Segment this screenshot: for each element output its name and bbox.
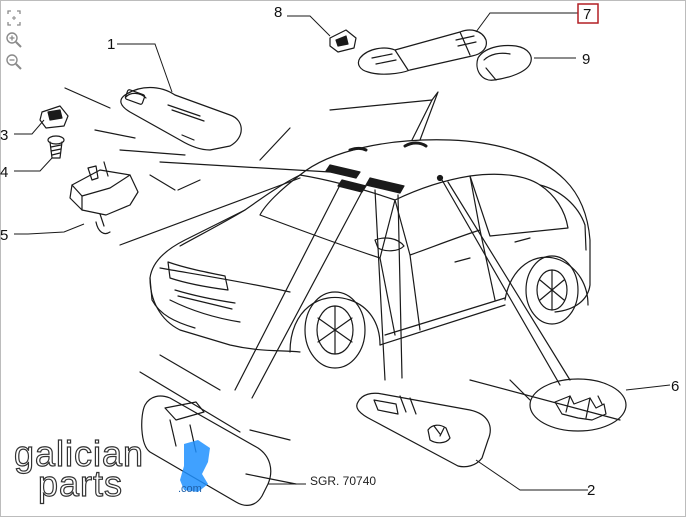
part-5-bracket[interactable] bbox=[69, 161, 139, 235]
leader-lines bbox=[64, 87, 621, 441]
rear-view-mirror[interactable] bbox=[141, 395, 297, 506]
part-8-clip[interactable] bbox=[329, 29, 357, 53]
fit-icon[interactable] bbox=[4, 8, 24, 28]
callout-9[interactable]: 9 bbox=[582, 51, 590, 68]
part-9-cover[interactable] bbox=[476, 44, 532, 81]
logo-line-2: parts bbox=[38, 463, 123, 504]
zoom-toolbar bbox=[4, 8, 26, 74]
part-4-screw[interactable] bbox=[47, 135, 65, 159]
callout-3[interactable]: 3 bbox=[0, 127, 8, 144]
callout-6[interactable]: 6 bbox=[671, 378, 679, 395]
callout-8[interactable]: 8 bbox=[274, 4, 282, 21]
car-body bbox=[149, 139, 591, 369]
callout-7-highlight bbox=[577, 3, 599, 24]
drawing-reference: SGR. 70740 bbox=[310, 474, 377, 488]
logo-line-1: galician bbox=[14, 436, 144, 474]
callout-7[interactable]: 7 bbox=[583, 6, 591, 23]
part-2-sun-visor[interactable] bbox=[356, 392, 491, 468]
callout-leaders bbox=[14, 12, 671, 491]
callout-4[interactable]: 4 bbox=[0, 164, 8, 181]
part-1-sun-visor[interactable] bbox=[120, 86, 242, 151]
part-7-grab-handle[interactable] bbox=[357, 29, 487, 75]
logo-suffix: .com bbox=[178, 483, 202, 495]
callout-labels: 1 2 3 4 5 6 7 8 9 bbox=[0, 3, 679, 499]
galicianparts-logo: galician parts .com bbox=[13, 436, 210, 505]
galicia-map-icon bbox=[180, 440, 210, 492]
callout-1[interactable]: 1 bbox=[107, 36, 115, 53]
part-6-light[interactable] bbox=[529, 378, 627, 432]
callout-5[interactable]: 5 bbox=[0, 227, 8, 244]
part-3-clip[interactable] bbox=[39, 105, 69, 129]
zoom-out-icon[interactable] bbox=[4, 52, 24, 72]
callout-2[interactable]: 2 bbox=[587, 482, 595, 499]
zoom-in-icon[interactable] bbox=[4, 30, 24, 50]
